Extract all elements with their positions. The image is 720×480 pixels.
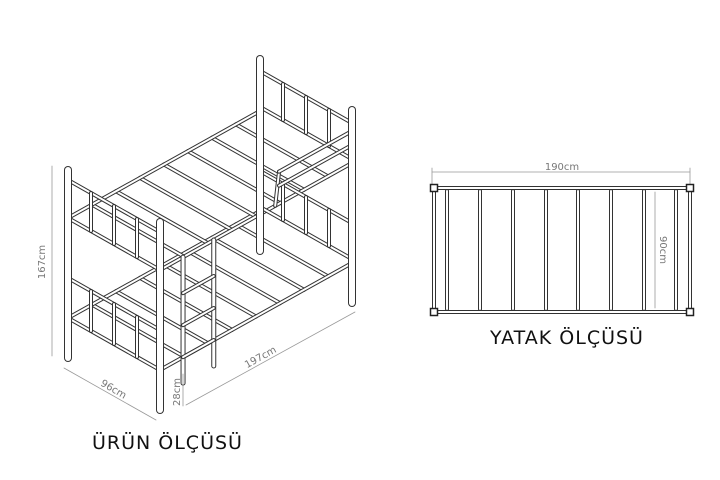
- bed-slat-highlight: [115, 190, 209, 245]
- mattress-size-title: YATAK ÖLÇÜSÜ: [490, 327, 644, 349]
- bed-slat-highlight: [235, 223, 329, 278]
- guardrail-top-highlight: [278, 130, 353, 173]
- corner-bracket: [429, 307, 439, 317]
- length-dimension-label: 197cm: [243, 345, 278, 371]
- ladder-rung-highlight: [182, 339, 215, 359]
- bed-slat-highlight: [163, 163, 257, 218]
- mattress-plan-drawing: [429, 167, 695, 317]
- corner-bracket: [429, 183, 439, 193]
- ladder-rung-highlight: [182, 307, 215, 327]
- height-dimension-label: 167cm: [37, 245, 48, 279]
- product-size-title: ÜRÜN ÖLÇÜSÜ: [92, 432, 243, 454]
- ladder-rung-highlight: [182, 275, 215, 295]
- mattress-width-label: 90cm: [657, 236, 668, 264]
- bed-slat-highlight: [139, 176, 233, 231]
- bed-slat-highlight: [187, 250, 281, 305]
- bed-slat-highlight: [163, 263, 257, 318]
- mattress-length-label: 190cm: [545, 162, 579, 173]
- corner-bracket: [685, 307, 695, 317]
- bunk-bed-drawing: [64, 55, 356, 414]
- corner-bracket: [685, 183, 695, 193]
- guardrail-mid-highlight: [278, 144, 353, 187]
- bed-slat-highlight: [139, 276, 233, 331]
- bed-slat-highlight: [211, 236, 305, 291]
- guardrail-post-highlight: [274, 170, 281, 207]
- bed-slat-highlight: [187, 150, 281, 205]
- length-dimension-line: [185, 311, 356, 406]
- width-dimension-line: [63, 367, 157, 421]
- clearance-dimension-label: 28cm: [172, 378, 183, 406]
